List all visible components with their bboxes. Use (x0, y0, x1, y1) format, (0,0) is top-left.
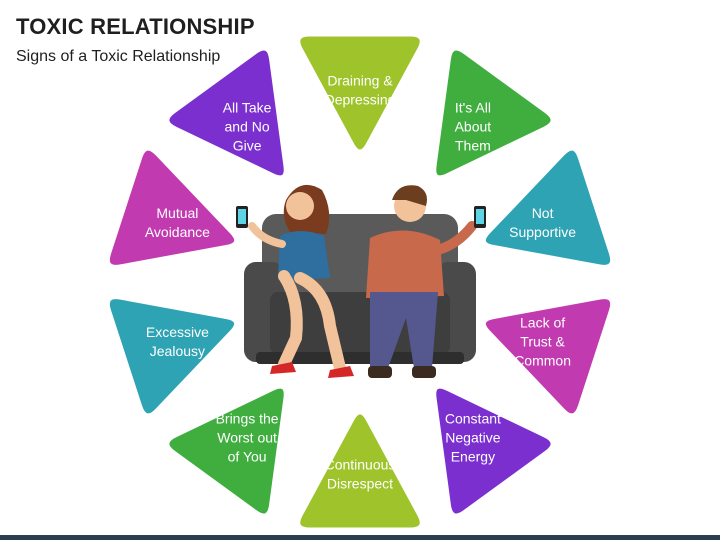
petal-label-line: Common (514, 352, 571, 368)
petal-label-line: Energy (451, 448, 495, 464)
woman-head (286, 192, 314, 220)
petal-label-line: About (455, 119, 492, 135)
petal-shape (295, 409, 425, 533)
petal-label-line: Them (455, 138, 491, 154)
petal-label-line: All Take (223, 100, 272, 116)
petal-label-line: and No (225, 119, 270, 135)
petal-label-line: Continuous (325, 457, 396, 473)
petal-label-line: Lack of (520, 314, 565, 330)
petal-label-line: Jealousy (150, 343, 205, 359)
man-pants (370, 292, 438, 368)
man-sweater (366, 230, 444, 298)
petal-label-line: Trust & (520, 333, 565, 349)
man-phone-screen (476, 209, 484, 224)
petal-label-line: Avoidance (145, 224, 210, 240)
petal-all-take-no-give: All Take and No Give (164, 45, 289, 181)
petal-shape (104, 294, 240, 419)
petal-label-line: Excessive (146, 324, 209, 340)
woman-arm (248, 222, 286, 248)
woman-figure (236, 184, 354, 378)
man-arm (433, 221, 477, 255)
petal-shape (295, 31, 425, 155)
man-hair (392, 185, 427, 206)
woman-shoe-right (328, 366, 354, 378)
bottom-bar (0, 535, 720, 540)
petal-label-line: Disrespect (327, 476, 393, 492)
man-figure (366, 185, 486, 378)
petal-shape (431, 383, 556, 519)
petal-label-line: Supportive (509, 224, 576, 240)
page-title: TOXIC RELATIONSHIP (16, 14, 255, 39)
man-shoe-left (368, 366, 392, 378)
man-shoe-right (412, 366, 436, 378)
couple-illustration (236, 184, 486, 380)
petal-label-line: Draining & (327, 73, 393, 89)
petal-label-line: Not (532, 205, 554, 221)
petal-shape (164, 383, 289, 519)
woman-shoe-left (270, 362, 296, 374)
petal-label-line: Negative (445, 429, 500, 445)
petal-label-line: Brings the (216, 410, 279, 426)
petal-draining: Draining & Depressing (295, 31, 425, 155)
woman-top (278, 231, 330, 280)
woman-leg-right (294, 272, 346, 374)
petal-label-line: It's All (455, 100, 491, 116)
petal-label-line: Depressing (325, 92, 396, 108)
petal-shape (431, 45, 556, 181)
petal-shape (164, 45, 289, 181)
petal-lack-of-trust: Lack of Trust & Common (480, 294, 616, 419)
petal-shape (480, 145, 616, 270)
petal-label-line: Mutual (156, 205, 198, 221)
woman-phone-screen (238, 209, 246, 224)
petal-label-line: Give (233, 138, 262, 154)
petal-label-line: of You (228, 448, 267, 464)
petal-label-line: Constant (445, 410, 501, 426)
page-subtitle: Signs of a Toxic Relationship (16, 48, 221, 65)
petal-label-line: Worst out (217, 429, 277, 445)
woman-leg-left (278, 270, 303, 370)
